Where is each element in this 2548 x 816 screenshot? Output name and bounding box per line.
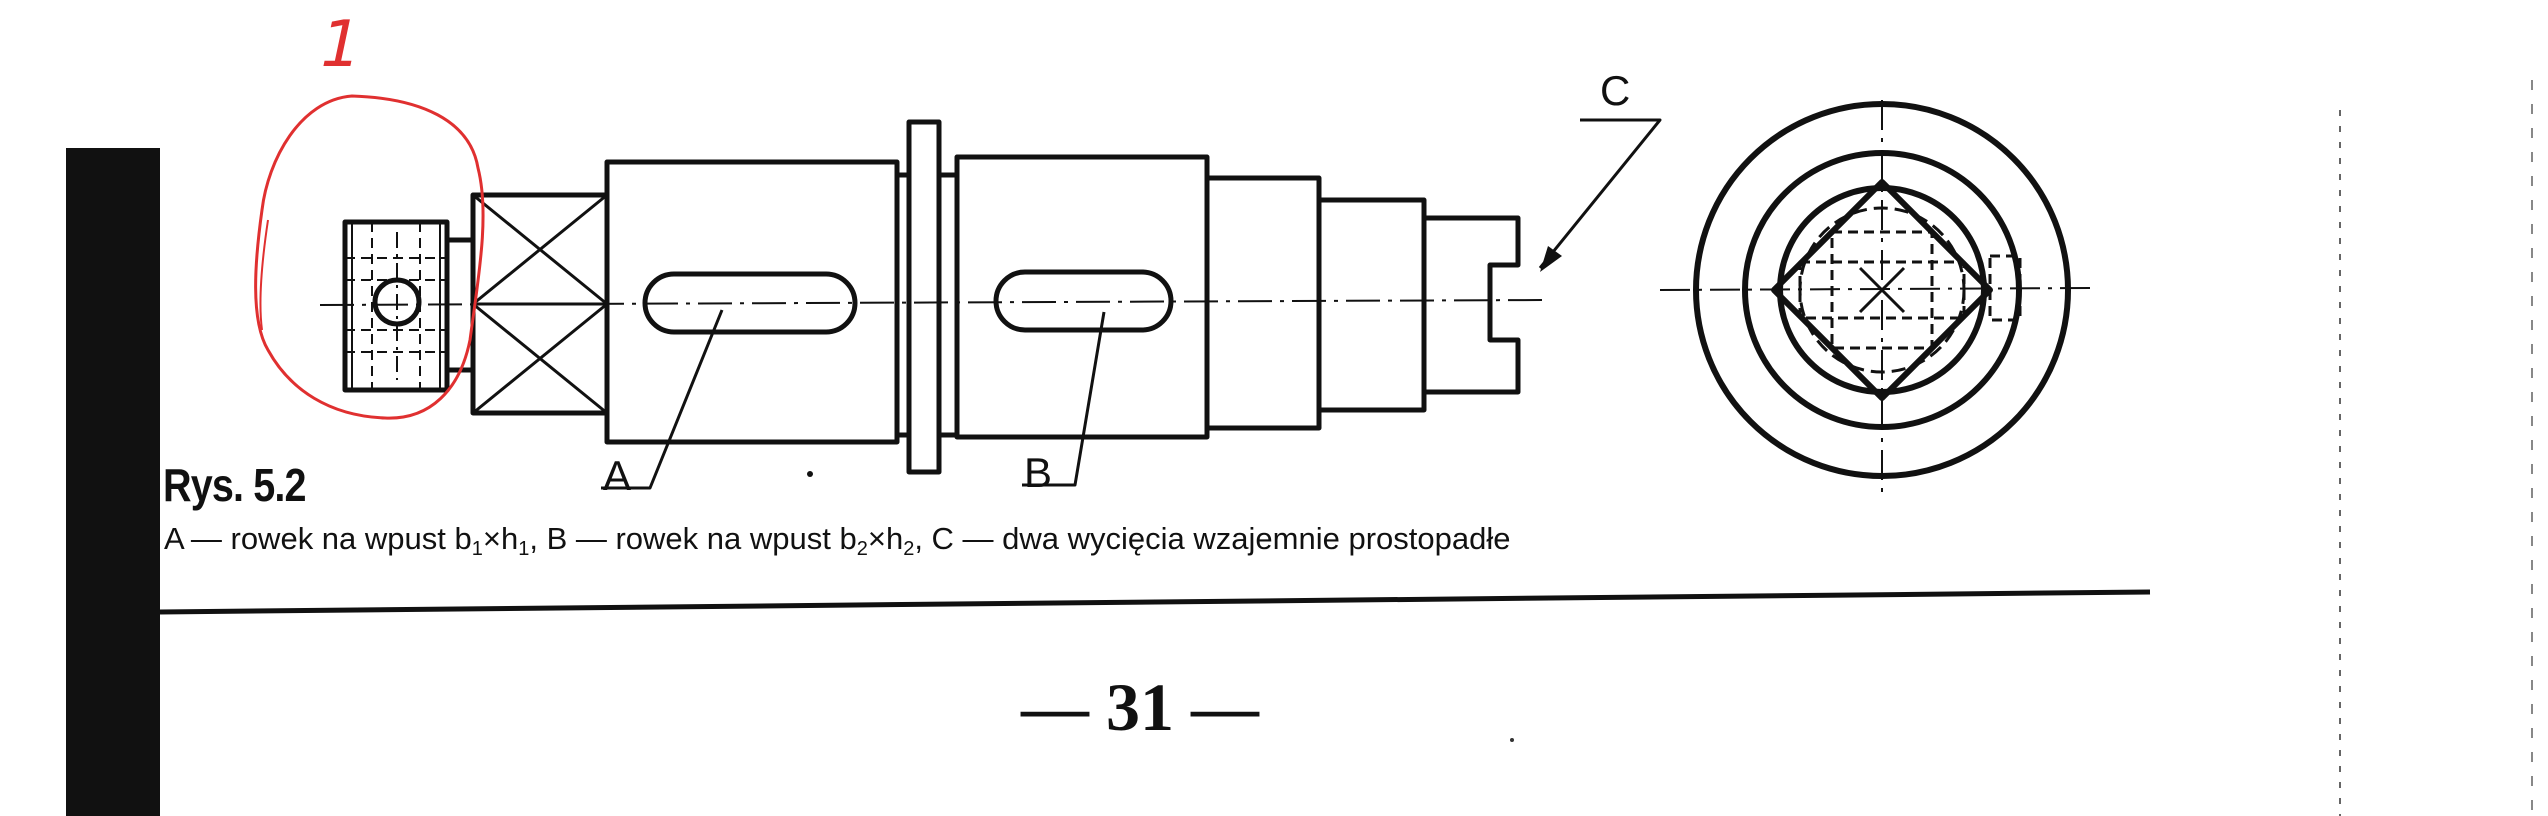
figure-title: Rys. 5.2 xyxy=(163,459,307,511)
label-a: A xyxy=(603,452,632,499)
caption-part1: A — rowek na wpust b xyxy=(164,521,472,556)
caption-mid2: ×h xyxy=(867,521,904,556)
label-b: B xyxy=(1024,449,1053,496)
caption-mid1: ×h xyxy=(482,521,519,556)
caption-sub3: 2 xyxy=(856,538,868,560)
caption-rule xyxy=(159,589,2151,615)
leader-c xyxy=(1538,118,1662,269)
caption-sub2: 1 xyxy=(518,538,530,560)
caption-part3: , C — dwa wycięcia wzajemnie prostopadłe xyxy=(914,521,1511,556)
figure-caption: A — rowek na wpust b1×h1, B — rowek na w… xyxy=(164,521,1511,560)
end-view xyxy=(1659,100,2099,498)
leader-b xyxy=(1022,311,1106,487)
caption-sub1: 1 xyxy=(471,538,483,560)
caption-part2: , B — rowek na wpust b xyxy=(529,521,857,556)
left-margin-bar xyxy=(66,148,160,816)
keyway-a xyxy=(642,271,858,335)
keyway-b xyxy=(993,269,1174,333)
leader-a xyxy=(601,309,724,490)
red-annotation-circle xyxy=(254,94,485,420)
caption-sub4: 2 xyxy=(903,538,915,560)
page-number: — 31 — xyxy=(1021,669,1259,745)
label-c: C xyxy=(1600,67,1631,114)
bore-hole xyxy=(372,277,422,327)
